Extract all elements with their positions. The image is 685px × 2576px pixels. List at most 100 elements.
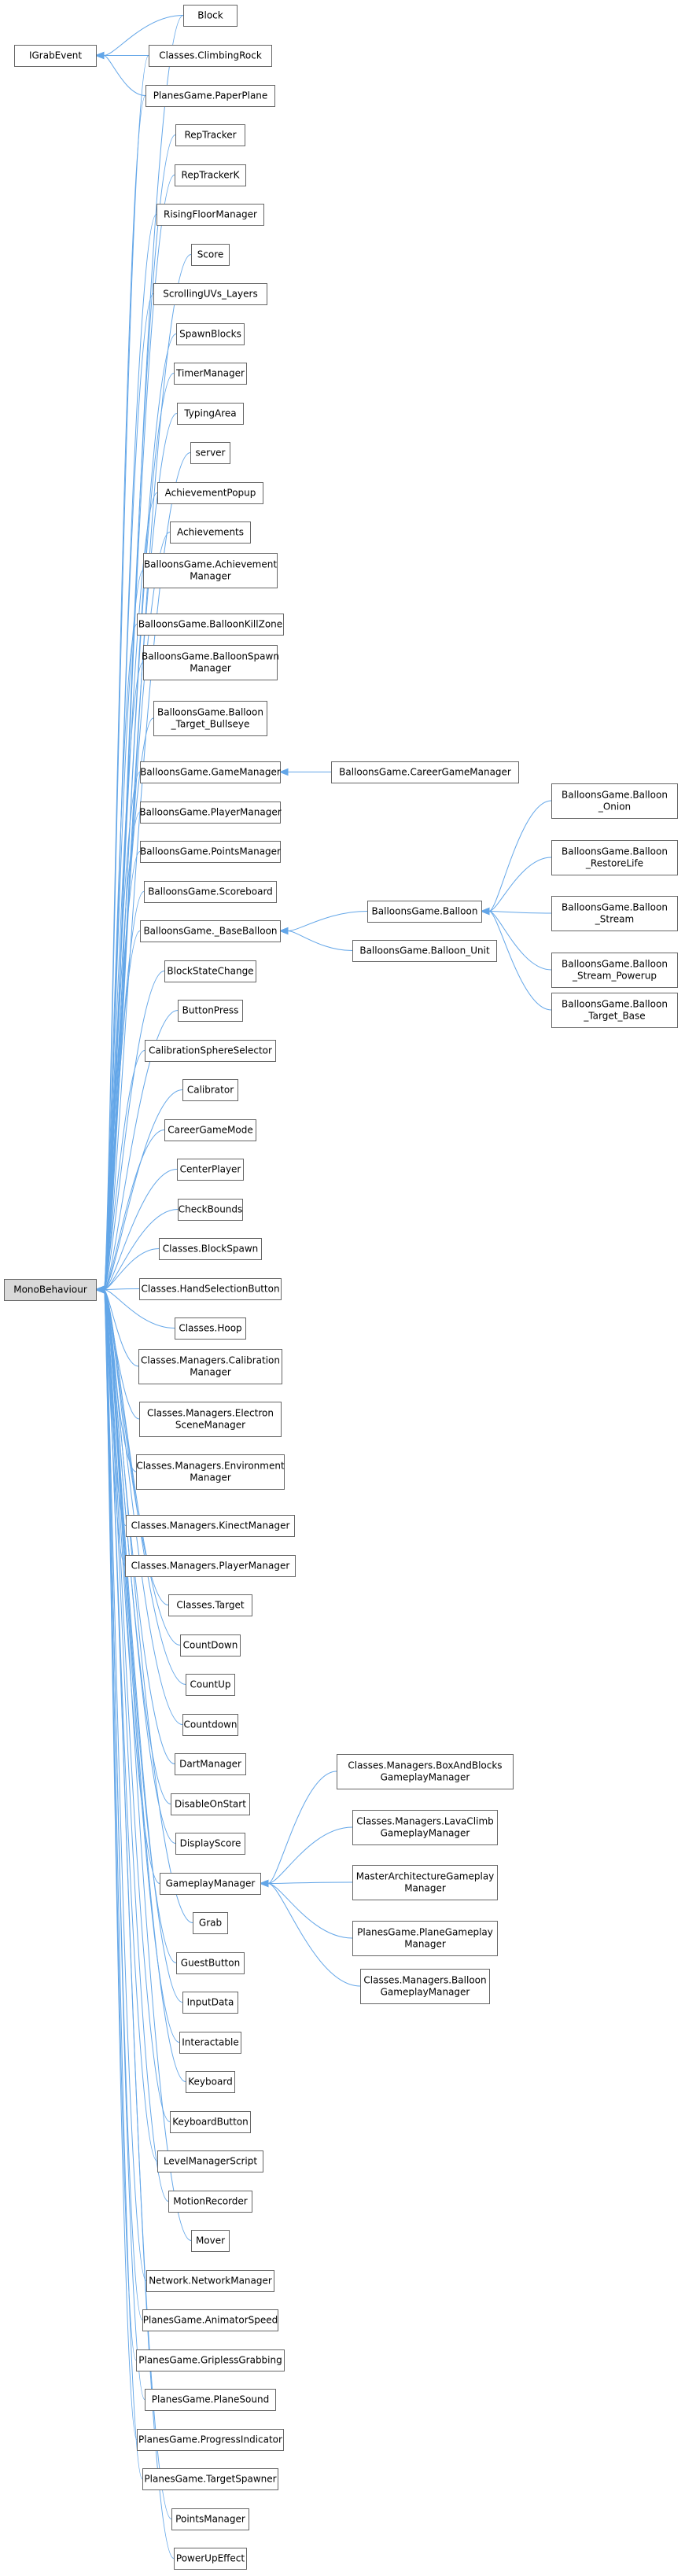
class-node-keyboard[interactable]: Keyboard [186, 2071, 235, 2093]
class-node-mover[interactable]: Mover [191, 2230, 230, 2252]
class-node-bgonion[interactable]: BalloonsGame.Balloon_Onion [551, 783, 678, 819]
class-node-interactable[interactable]: Interactable [179, 2032, 241, 2054]
class-label: CareerGameMode [168, 1125, 253, 1136]
class-node-planesound[interactable]: PlanesGame.PlaneSound [145, 2389, 276, 2411]
class-node-timermgr[interactable]: TimerManager [174, 363, 247, 385]
class-node-bgbase[interactable]: BalloonsGame._BaseBalloon [140, 920, 281, 942]
class-node-mono[interactable]: MonoBehaviour [4, 1279, 97, 1301]
class-node-bgplayermgr[interactable]: BalloonsGame.PlayerManager [139, 802, 282, 824]
class-node-inputdata[interactable]: InputData [182, 1992, 238, 2014]
class-node-typingarea[interactable]: TypingArea [177, 403, 244, 425]
class-node-bgstream[interactable]: BalloonsGame.Balloon_Stream [551, 896, 678, 931]
class-node-reptrackerk[interactable]: RepTrackerK [175, 164, 246, 186]
class-node-grab[interactable]: Grab [193, 1912, 228, 1934]
class-node-calibrator[interactable]: Calibrator [182, 1079, 238, 1101]
class-label: GameplayManager [381, 1987, 470, 1998]
class-node-motionrec[interactable]: MotionRecorder [168, 2191, 252, 2213]
class-node-boxblocks[interactable]: Classes.Managers.BoxAndBlocksGameplayMan… [337, 1754, 514, 1789]
class-node-bgtargetbase[interactable]: BalloonsGame.Balloon_Target_Base [551, 993, 678, 1028]
class-node-bgbullseye[interactable]: BalloonsGame.Balloon_Target_Bullseye [153, 701, 267, 736]
class-node-guestbutton[interactable]: GuestButton [176, 1952, 245, 1974]
class-label: Classes.Target [176, 1600, 244, 1611]
inheritance-arrowhead [259, 1879, 269, 1888]
class-label: LevelManagerScript [164, 2156, 257, 2167]
class-node-targetspawner[interactable]: PlanesGame.TargetSpawner [142, 2468, 278, 2490]
class-label: GameplayManager [381, 1828, 470, 1839]
class-node-server[interactable]: server [190, 442, 230, 464]
class-node-bgcareer[interactable]: BalloonsGame.CareerGameManager [331, 761, 519, 783]
class-node-displayscore[interactable]: DisplayScore [175, 1833, 245, 1855]
class-box [145, 85, 275, 107]
class-node-pointsmgr[interactable]: PointsManager [171, 2508, 249, 2530]
class-box [337, 1754, 514, 1789]
class-node-countup[interactable]: CountUp [186, 1674, 235, 1696]
class-label: BalloonsGame.Balloon_Unit [359, 945, 490, 956]
class-node-blockstate[interactable]: BlockStateChange [164, 960, 256, 982]
class-node-cmplayer[interactable]: Classes.Managers.PlayerManager [125, 1555, 296, 1577]
inheritance-edge [267, 1881, 353, 1884]
class-node-paperplane[interactable]: PlanesGame.PaperPlane [145, 85, 275, 107]
inheritance-edge [287, 911, 368, 931]
class-node-progressind[interactable]: PlanesGame.ProgressIndicator [137, 2429, 284, 2451]
class-node-checkbounds[interactable]: CheckBounds [178, 1199, 243, 1221]
class-node-powerup[interactable]: PowerUpEffect [174, 2548, 247, 2570]
class-node-animspeed[interactable]: PlanesGame.AnimatorSpeed [142, 2309, 278, 2331]
class-node-achievements[interactable]: Achievements [170, 521, 251, 544]
inheritance-edge [103, 1289, 171, 2122]
class-node-bgscoreboard[interactable]: BalloonsGame.Scoreboard [144, 881, 277, 903]
class-node-reptracker[interactable]: RepTracker [175, 124, 245, 146]
class-box [149, 45, 272, 67]
class-node-centerplayer[interactable]: CenterPlayer [177, 1159, 244, 1181]
class-node-disableonstart[interactable]: DisableOnStart [171, 1793, 250, 1815]
class-box [142, 2309, 278, 2331]
class-node-handsel[interactable]: Classes.HandSelectionButton [139, 1278, 282, 1300]
class-node-bgpointsmgr[interactable]: BalloonsGame.PointsManager [140, 841, 281, 863]
class-node-igrab[interactable]: IGrabEvent [14, 45, 97, 67]
class-node-bgstreampow[interactable]: BalloonsGame.Balloon_Stream_Powerup [551, 953, 678, 988]
class-node-climbing[interactable]: Classes.ClimbingRock [149, 45, 272, 67]
class-node-bgballoon[interactable]: BalloonsGame.Balloon [367, 901, 482, 923]
class-node-gameplaymgr[interactable]: GameplayManager [160, 1873, 261, 1895]
class-box [174, 363, 247, 385]
class-node-lavaclimb[interactable]: Classes.Managers.LavaClimbGameplayManage… [352, 1810, 498, 1845]
class-box [144, 881, 277, 903]
class-node-ctarget[interactable]: Classes.Target [168, 1594, 252, 1616]
class-box [143, 553, 278, 588]
class-node-achpopup[interactable]: AchievementPopup [157, 482, 263, 504]
class-node-bgrestore[interactable]: BalloonsGame.Balloon_RestoreLife [551, 840, 678, 875]
class-label: PlanesGame.AnimatorSpeed [143, 2315, 278, 2326]
class-node-hoop[interactable]: Classes.Hoop [175, 1317, 246, 1340]
class-node-risingfloor[interactable]: RisingFloorManager [157, 204, 264, 226]
class-node-careermode[interactable]: CareerGameMode [164, 1119, 256, 1141]
class-box [139, 1278, 282, 1300]
class-node-levelmgrscript[interactable]: LevelManagerScript [157, 2150, 263, 2172]
class-node-scrolluv[interactable]: ScrollingUVs_Layers [153, 283, 267, 305]
class-node-gripless[interactable]: PlanesGame.GriplessGrabbing [136, 2349, 285, 2371]
class-node-bggamemgr[interactable]: BalloonsGame.GameManager [140, 761, 281, 783]
class-label: BalloonsGame.Balloon [562, 999, 668, 1010]
class-label: ScrollingUVs_Layers [163, 289, 257, 300]
class-node-block[interactable]: Block [183, 5, 238, 27]
class-node-bgkillzone[interactable]: BalloonsGame.BalloonKillZone [137, 614, 284, 636]
class-box [177, 403, 244, 425]
class-node-buttonpress[interactable]: ButtonPress [178, 1000, 243, 1022]
class-node-bgunit[interactable]: BalloonsGame.Balloon_Unit [352, 940, 497, 962]
class-node-netmgr[interactable]: Network.NetworkManager [146, 2270, 274, 2292]
class-node-dartmgr[interactable]: DartManager [175, 1753, 246, 1775]
class-node-spawnblocks[interactable]: SpawnBlocks [176, 323, 245, 345]
class-node-keyboardbutton[interactable]: KeyboardButton [170, 2111, 251, 2133]
class-node-cmkinect[interactable]: Classes.Managers.KinectManager [126, 1515, 295, 1537]
class-node-score[interactable]: Score [191, 244, 230, 266]
class-node-countdown1[interactable]: CountDown [180, 1634, 241, 1657]
class-node-blockspawn[interactable]: Classes.BlockSpawn [159, 1238, 262, 1260]
class-node-calibsphere[interactable]: CalibrationSphereSelector [145, 1040, 276, 1062]
class-node-countdown2[interactable]: Countdown [182, 1714, 238, 1736]
